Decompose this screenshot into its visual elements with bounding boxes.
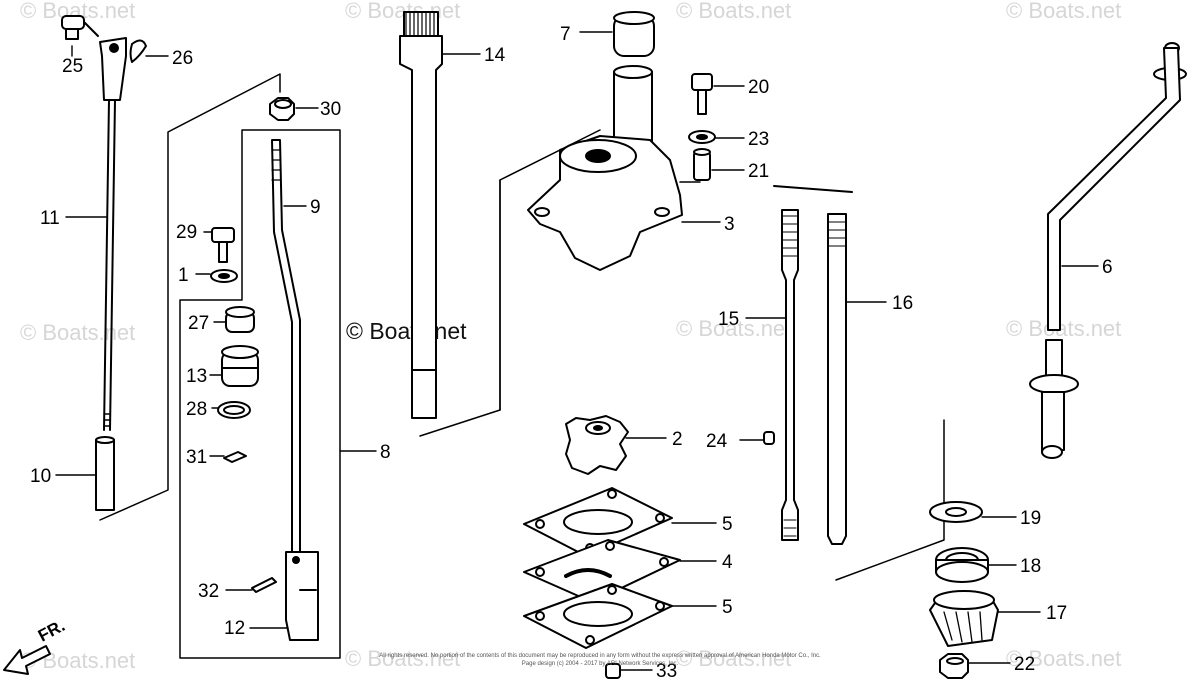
callout-7: 7 [560,24,571,45]
callout-3: 3 [724,214,735,235]
key-24-drawing [763,431,775,445]
callout-32: 32 [198,581,219,602]
bearing-18-drawing [935,547,989,583]
front-direction-label: FR. [35,616,68,646]
watermark: © Boats.net [345,646,461,671]
collar-21-drawing [693,148,711,181]
pin-32-drawing [251,577,277,593]
collar-10-drawing [95,436,115,511]
copyright-line-2: Page design (c) 2004 - 2017 by ARI Netwo… [521,661,679,667]
callout-23: 23 [748,129,769,150]
nut-30-drawing [269,97,295,121]
pump-housing-3-drawing [527,65,683,271]
callout-31: 31 [186,447,207,468]
callout-22: 22 [1014,654,1035,675]
watermark: © Boats.net [20,0,136,23]
rod-11-drawing [99,37,127,431]
callout-21: 21 [748,161,769,182]
washer-1-drawing [210,269,238,283]
bolt-25-drawing [61,15,99,40]
callout-11: 11 [40,208,60,229]
callout-25: 25 [62,56,83,77]
bolt-29-drawing [211,227,235,263]
callout-9: 9 [310,197,321,218]
callout-18: 18 [1020,556,1041,577]
nut-22-drawing [939,653,969,679]
watermark: © Boats.net [676,0,792,23]
callout-30: 30 [320,99,341,120]
ring-28-drawing [217,401,251,419]
watermark: © Boats.net [676,646,792,671]
callout-12: 12 [224,618,245,639]
copyright-line-1: All rights reserved. No portion of the c… [379,653,821,659]
plate-5-bottom-drawing [523,583,673,649]
copyright-notice: All rights reserved. No portion of the c… [340,652,860,668]
tube-14-drawing [399,11,443,419]
clip-26-drawing [129,39,147,63]
callout-4: 4 [722,552,733,573]
leader-lines [55,31,1099,671]
shift-arm-12-drawing [285,551,319,641]
callout-20: 20 [748,77,769,98]
callout-16: 16 [892,293,913,314]
callout-5: 5 [722,597,733,618]
callout-10: 10 [30,466,51,487]
callout-26: 26 [172,48,193,69]
callout-13: 13 [186,366,207,387]
callout-6: 6 [1102,257,1113,278]
bolt-20-drawing [691,73,713,115]
grommet-7-drawing [613,11,655,57]
watermark: © Boats.net [1006,316,1122,341]
shift-rod-9-drawing [271,139,301,556]
callout-15: 15 [718,309,739,330]
callout-14: 14 [484,45,506,66]
impeller-2-drawing [565,415,629,475]
callout-2: 2 [672,429,683,450]
plate-5-top-drawing [523,487,673,557]
bushing-27-drawing [225,306,255,333]
callout-27: 27 [188,313,209,334]
shift-lever-6-drawing [1029,42,1187,459]
front-direction-arrow [3,645,51,675]
callout-1: 1 [178,265,189,286]
callout-5: 5 [722,514,733,535]
washer-19-drawing [929,501,983,523]
washer-23-drawing [688,130,716,144]
watermark: © Boats.net [1006,0,1122,23]
shaft-16-drawing [827,213,847,545]
watermark: © Boats.net [676,316,792,341]
pin-31-drawing [223,451,247,463]
center-watermark: © Boats.net [346,318,467,344]
watermark: © Boats.net [1006,646,1122,671]
callout-17: 17 [1046,603,1067,624]
callout-24: 24 [706,431,728,452]
pin-33-drawing [605,663,621,679]
shaft-15-drawing [781,209,799,541]
callout-33: 33 [656,661,677,682]
watermark: © Boats.net [20,320,136,345]
bushing-13-drawing [221,345,259,387]
callout-29: 29 [176,222,197,243]
callout-8: 8 [380,442,391,463]
gear-17-drawing [929,590,999,647]
callout-28: 28 [186,399,207,420]
callout-19: 19 [1020,508,1041,529]
